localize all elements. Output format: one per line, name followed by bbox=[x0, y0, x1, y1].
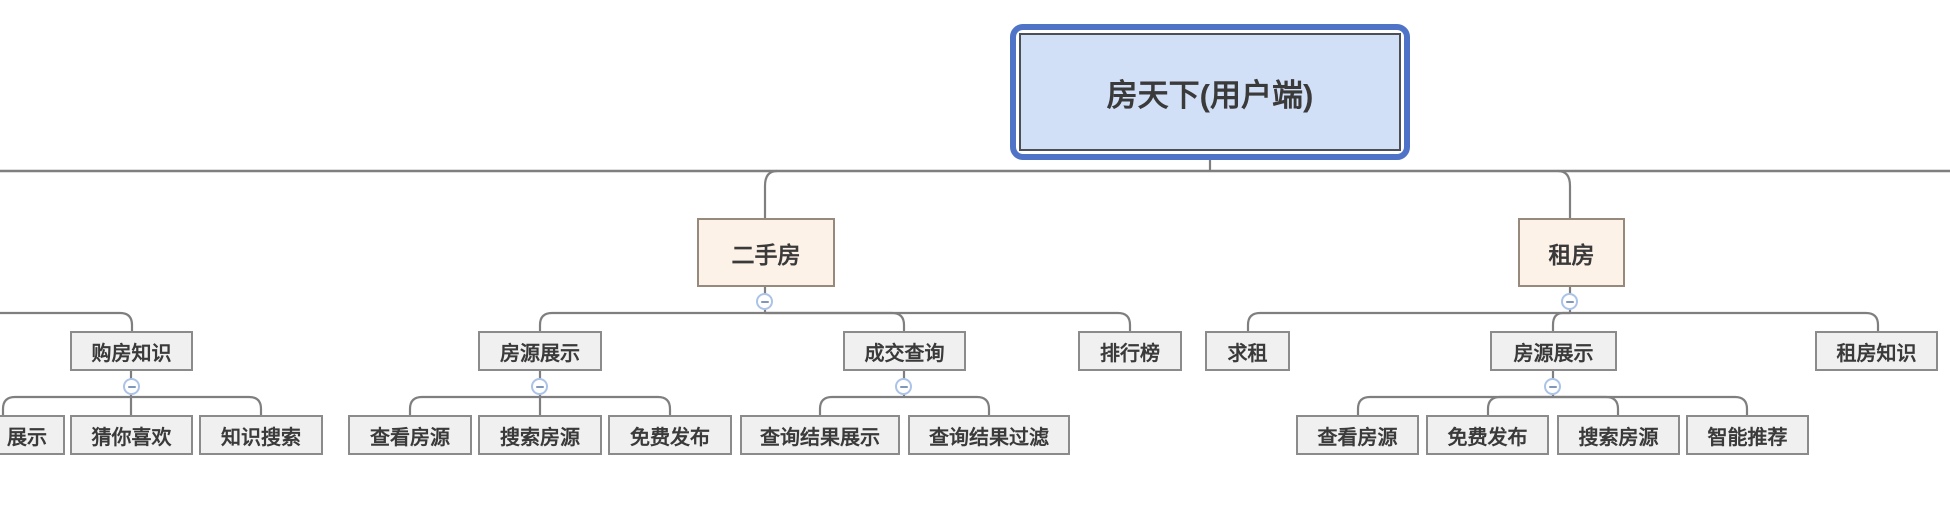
connector-display-clipped bbox=[1, 395, 131, 415]
connector-rent-elbow bbox=[1557, 169, 1572, 218]
node-rent-listing-display[interactable]: 房源展示 bbox=[1490, 331, 1617, 371]
node-guess-you-like[interactable]: 猜你喜欢 bbox=[70, 415, 193, 455]
collapse-minus-icon-secondhand[interactable] bbox=[756, 293, 773, 310]
connector-seek-rent bbox=[1246, 311, 1570, 331]
connector-paths bbox=[0, 150, 1950, 415]
connector-deal-query bbox=[765, 311, 906, 331]
node-rent-view-listings[interactable]: 查看房源 bbox=[1296, 415, 1419, 455]
minus-glyph bbox=[899, 385, 908, 388]
collapse-minus-icon-rent-listing[interactable] bbox=[1544, 378, 1561, 395]
node-label: 房天下(用户端) bbox=[1106, 77, 1314, 113]
connector-query-result-display bbox=[818, 395, 904, 415]
node-query-result-filter[interactable]: 查询结果过滤 bbox=[908, 415, 1070, 455]
collapse-minus-icon-rent[interactable] bbox=[1561, 293, 1578, 310]
node-smart-recommend[interactable]: 智能推荐 bbox=[1686, 415, 1809, 455]
collapse-minus-icon-deal-query[interactable] bbox=[895, 378, 912, 395]
connector-offscreen-bus bbox=[0, 311, 134, 331]
node-secondhand-house[interactable]: 二手房 bbox=[697, 218, 835, 287]
connector-view-listings bbox=[408, 395, 540, 415]
connector-rent-free-publish bbox=[1486, 395, 1553, 415]
node-view-listings[interactable]: 查看房源 bbox=[348, 415, 472, 455]
minus-glyph bbox=[1565, 300, 1574, 303]
node-rent-house[interactable]: 租房 bbox=[1518, 218, 1625, 287]
node-deal-query[interactable]: 成交查询 bbox=[843, 331, 966, 371]
connector-smart-recommend bbox=[1553, 395, 1749, 415]
collapse-minus-icon-buying-knowledge[interactable] bbox=[123, 378, 140, 395]
node-display-clipped[interactable]: 展示 bbox=[0, 415, 65, 455]
node-rent-knowledge[interactable]: 租房知识 bbox=[1815, 331, 1938, 371]
node-knowledge-search[interactable]: 知识搜索 bbox=[199, 415, 323, 455]
connector-knowledge-search bbox=[131, 395, 263, 415]
minus-glyph bbox=[535, 385, 544, 388]
minus-glyph bbox=[760, 300, 769, 303]
collapse-minus-icon-listing-display[interactable] bbox=[531, 378, 548, 395]
connector-rent-listing bbox=[1551, 311, 1570, 331]
connector-query-result-filter bbox=[904, 395, 991, 415]
node-query-result-display[interactable]: 查询结果展示 bbox=[740, 415, 900, 455]
connector-ranking bbox=[765, 311, 1132, 331]
connector-rent-search-listings bbox=[1553, 395, 1620, 415]
connector-rent-view-listings bbox=[1356, 395, 1553, 415]
node-ranking[interactable]: 排行榜 bbox=[1078, 331, 1182, 371]
node-search-listings[interactable]: 搜索房源 bbox=[478, 415, 602, 455]
node-free-publish[interactable]: 免费发布 bbox=[608, 415, 732, 455]
node-rent-free-publish[interactable]: 免费发布 bbox=[1426, 415, 1549, 455]
root-label-box: 房天下(用户端) bbox=[1019, 33, 1401, 151]
minus-glyph bbox=[1548, 385, 1557, 388]
node-rent-search-listings[interactable]: 搜索房源 bbox=[1557, 415, 1680, 455]
node-seek-rent[interactable]: 求租 bbox=[1205, 331, 1290, 371]
connector-rent-knowledge bbox=[1570, 311, 1880, 331]
node-root[interactable]: 房天下(用户端) bbox=[1010, 24, 1410, 160]
connector-listing-display bbox=[538, 311, 765, 331]
node-listing-display[interactable]: 房源展示 bbox=[478, 331, 602, 371]
connector-secondhand-elbow bbox=[763, 169, 778, 218]
connector-free-publish bbox=[540, 395, 672, 415]
minus-glyph bbox=[127, 385, 136, 388]
node-buying-knowledge[interactable]: 购房知识 bbox=[70, 331, 193, 371]
